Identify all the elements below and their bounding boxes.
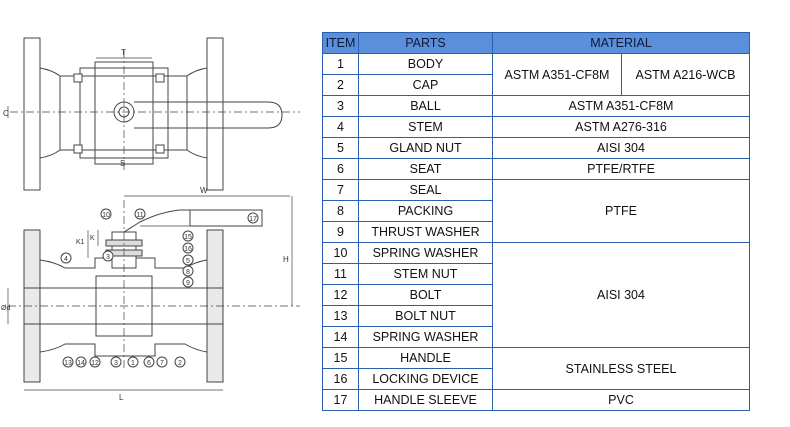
table-row: 10 SPRING WASHER AISI 304 [322, 242, 750, 348]
part-cell: PACKING [358, 200, 493, 222]
part-cell: SPRING WASHER [358, 326, 493, 348]
item-cell: 13 [322, 305, 359, 327]
part-cell: GLAND NUT [358, 137, 493, 159]
callout-3-top: 3 [106, 254, 110, 261]
table-row: 5 GLAND NUT AISI 304 [322, 137, 750, 159]
item-cell: 14 [322, 326, 359, 348]
callout-3: 3 [114, 360, 118, 367]
callout-12: 12 [91, 360, 99, 367]
callout-1: 1 [131, 360, 135, 367]
part-cell: STEM [358, 116, 493, 138]
material-cell: PTFE [492, 179, 750, 243]
table-row: 4 STEM ASTM A276-316 [322, 116, 750, 138]
table-row: 8 PACKING [322, 200, 750, 222]
item-cell: 4 [322, 116, 359, 138]
callout-5: 5 [186, 258, 190, 265]
part-cell: BODY [358, 53, 493, 75]
table-row: 11 STEM NUT [322, 263, 750, 285]
part-cell: LOCKING DEVICE [358, 368, 493, 390]
dim-k-label: K [90, 235, 95, 242]
material-cell: AISI 304 [492, 137, 750, 159]
part-cell: STEM NUT [358, 263, 493, 285]
part-cell: BOLT [358, 284, 493, 306]
item-cell: 10 [322, 242, 359, 264]
item-cell: 5 [322, 137, 359, 159]
table-row: 16 LOCKING DEVICE [322, 368, 750, 390]
table-row: 1 BODY ASTM A351-CF8M ASTM A216-WCB [322, 53, 750, 96]
header-item: ITEM [322, 32, 359, 54]
table-row: 3 BALL ASTM A351-CF8M [322, 95, 750, 117]
table-row: 15 HANDLE STAINLESS STEEL [322, 347, 750, 390]
dim-t-label: T [121, 48, 126, 57]
callout-9: 9 [186, 280, 190, 287]
part-cell: CAP [358, 74, 493, 96]
item-cell: 8 [322, 200, 359, 222]
callout-15: 15 [184, 234, 192, 241]
material-cell: ASTM A351-CF8M [492, 53, 622, 96]
header-parts: PARTS [358, 32, 493, 54]
table-row: 17 HANDLE SLEEVE PVC [322, 389, 750, 411]
part-cell: HANDLE SLEEVE [358, 389, 493, 411]
dim-w-label: W [200, 186, 208, 195]
part-cell: SPRING WASHER [358, 242, 493, 264]
part-cell: SEAL [358, 179, 493, 201]
callout-6: 6 [147, 360, 151, 367]
item-cell: 12 [322, 284, 359, 306]
material-cell: STAINLESS STEEL [492, 347, 750, 390]
valve-technical-drawing: T C S W [1, 37, 300, 402]
material-cell: PVC [492, 389, 750, 411]
dim-k1-label: K1 [76, 239, 85, 246]
callout-11: 11 [136, 212, 143, 219]
callout-4: 4 [64, 256, 68, 263]
callout-10: 10 [102, 212, 110, 219]
item-cell: 2 [322, 74, 359, 96]
table-row: 6 SEAT PTFE/RTFE [322, 158, 750, 180]
callout-16: 16 [184, 246, 192, 253]
item-cell: 11 [322, 263, 359, 285]
callout-7: 7 [160, 360, 164, 367]
table-row: 7 SEAL PTFE [322, 179, 750, 243]
part-cell: HANDLE [358, 347, 493, 369]
part-cell: SEAT [358, 158, 493, 180]
table-row: 14 SPRING WASHER [322, 326, 750, 348]
material-cell: ASTM A216-WCB [621, 53, 750, 96]
item-cell: 1 [322, 53, 359, 75]
material-cell: AISI 304 [492, 242, 750, 348]
callout-17: 17 [249, 216, 257, 223]
callout-2: 2 [178, 360, 182, 367]
dim-h-label: H [283, 255, 289, 264]
top-view: T C S [3, 37, 300, 191]
item-cell: 3 [322, 95, 359, 117]
part-cell: BOLT NUT [358, 305, 493, 327]
item-cell: 17 [322, 389, 359, 411]
table-header-row: ITEM PARTS MATERIAL [322, 32, 750, 54]
item-cell: 15 [322, 347, 359, 369]
callout-14: 14 [77, 360, 85, 367]
item-cell: 9 [322, 221, 359, 243]
part-cell: THRUST WASHER [358, 221, 493, 243]
item-cell: 7 [322, 179, 359, 201]
parts-material-table: ITEM PARTS MATERIAL 1 BODY ASTM A351-CF8… [322, 32, 750, 411]
dim-s-label: S [120, 159, 125, 168]
section-view: W H K1 K Ød L 10 11 17 15 16 5 8 9 4 3 [1, 186, 300, 402]
material-cell: PTFE/RTFE [492, 158, 750, 180]
item-cell: 16 [322, 368, 359, 390]
callout-8: 8 [186, 269, 190, 276]
dim-l-label: L [119, 393, 124, 402]
material-cell: ASTM A351-CF8M [492, 95, 750, 117]
part-cell: BALL [358, 95, 493, 117]
header-material: MATERIAL [492, 32, 750, 54]
dim-d-label: Ød [1, 305, 10, 312]
material-cell: ASTM A276-316 [492, 116, 750, 138]
dim-c-label: C [3, 109, 9, 118]
callout-13: 13 [64, 360, 72, 367]
item-cell: 6 [322, 158, 359, 180]
